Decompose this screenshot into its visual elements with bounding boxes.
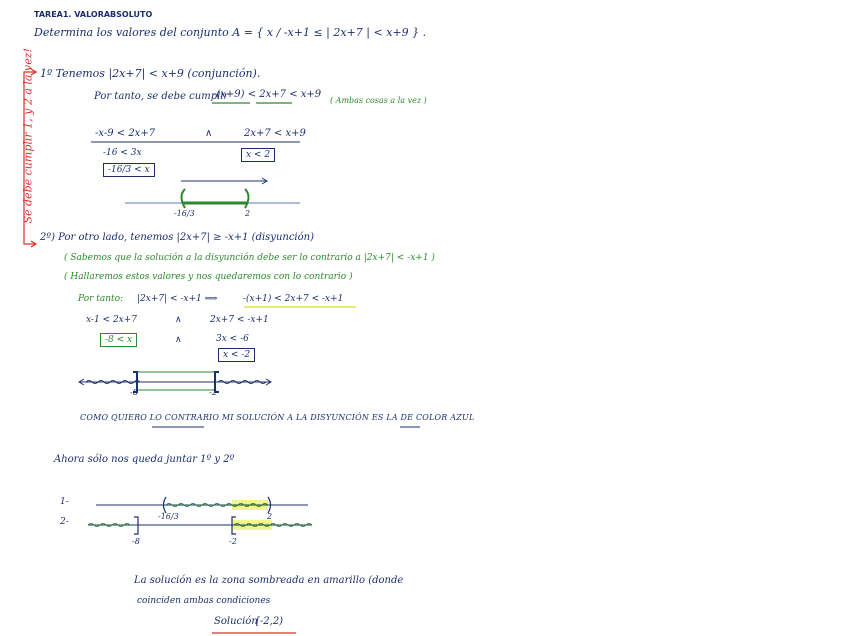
combine-row2-tick-right: -2 (229, 537, 237, 546)
part2-equivalence: |2x+7| < -x+1 ⟺ (137, 294, 218, 304)
part1-step1: -16 < 3x (103, 148, 142, 158)
combine-row1-bracket-left (162, 496, 167, 514)
part2-wave-left (85, 380, 141, 384)
combine-row1-label: 1- (60, 497, 69, 507)
part1-right-inequality: 2x+7 < x+9 (244, 128, 306, 139)
part2-green-zone (136, 371, 216, 391)
part2-compound: -(x+1) < 2x+7 < -x+1 (243, 294, 344, 304)
problem-statement: Determina los valores del conjunto A = {… (34, 26, 427, 39)
part2-step-right: 3x < -6 (216, 334, 249, 344)
part1-arrow-head (261, 177, 268, 185)
part2-comment: COMO QUIERO LO CONTRARIO MI SOLUCIÓN A L… (80, 413, 475, 422)
part1-bracket-left (180, 188, 186, 209)
combine-row2-wave-right (233, 523, 313, 527)
part2-right-inequality: 2x+7 < -x+1 (210, 315, 269, 325)
page-title: TAREA1. VALORABSOLUTO (34, 10, 153, 19)
part1-note: ( Ambas cosas a la vez ) (330, 96, 427, 105)
combine-row1-tick-right: 2 (267, 512, 273, 521)
part1-tick-right: 2 (245, 209, 251, 218)
combine-row2-tick-left: -8 (132, 537, 140, 546)
part2-arrow-right (265, 378, 272, 386)
part2-result-right: x < -2 (218, 348, 256, 362)
solution-label: Solución (214, 616, 258, 627)
part1-tick-left: -16/3 (174, 209, 195, 218)
conclusion-line2: coinciden ambas condiciones (137, 596, 271, 606)
part2-bracket-left (133, 371, 138, 393)
part2-tick-right: -2 (209, 388, 217, 397)
side-bracket-arrow-bottom (30, 240, 38, 248)
combine-row2-label: 2- (60, 517, 69, 527)
part1-result-left: -16/3 < x (103, 163, 155, 177)
part1-compound: -(x+9) < 2x+7 < x+9 (213, 89, 322, 100)
combine-row2-wave-left (87, 523, 131, 527)
part2-result-left: -8 < x (100, 333, 138, 347)
part1-therefore: Por tanto, se debe cumplir (94, 91, 229, 102)
part2-and-1: ∧ (175, 315, 182, 325)
part1-result-right: x < 2 (241, 148, 276, 162)
part1-bracket-right (244, 188, 250, 209)
part1-and: ∧ (205, 128, 213, 139)
part2-therefore: Por tanto: (78, 294, 124, 304)
part1-left-inequality: -x-9 < 2x+7 (95, 128, 156, 139)
solution-value: [-2,2) (256, 616, 284, 627)
combine-row2-bracket-right (231, 516, 236, 535)
part2-intro: 2º) Por otro lado, tenemos |2x+7| ≥ -x+1… (40, 232, 314, 243)
combine-row2-bracket-left (134, 516, 139, 535)
combine-row1-tick-left: -16/3 (158, 512, 179, 521)
part2-bracket-right (214, 371, 219, 393)
part2-wave-right (217, 380, 267, 384)
part2-left-inequality: x-1 < 2x+7 (86, 315, 138, 325)
combine-row1-wave (165, 503, 269, 507)
combine-row1-bracket-right (267, 496, 272, 514)
conclusion-line1: La solución es la zona sombreada en amar… (134, 575, 404, 586)
side-bracket (23, 71, 36, 245)
side-bracket-arrow-top (30, 68, 38, 76)
part2-and-2: ∧ (175, 335, 182, 345)
part1-intro: 1º Tenemos |2x+7| < x+9 (conjunción). (40, 67, 261, 80)
part2-note1: ( Sabemos que la solución a la disyunció… (64, 253, 435, 263)
part2-note2: ( Hallaremos estos valores y nos quedare… (64, 272, 353, 282)
part2-arrow-left (78, 378, 85, 386)
combine-intro: Ahora sólo nos queda juntar 1º y 2º (54, 454, 235, 465)
